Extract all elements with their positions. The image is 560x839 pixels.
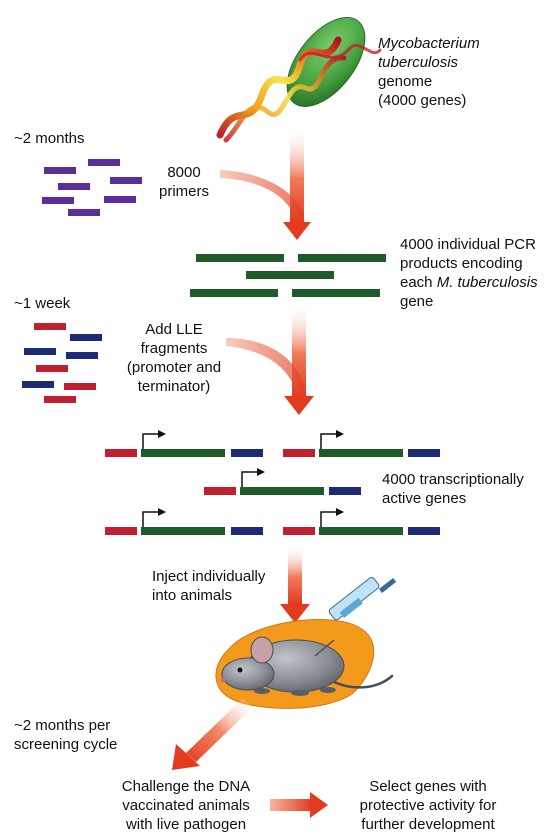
- arrow-mouse-to-challenge: [172, 698, 253, 770]
- active-genes-label: 4000 transcriptionally active genes: [382, 470, 524, 508]
- lle-line-4: terminator): [137, 378, 211, 395]
- pcr-line-1: 4000 individual PCR: [400, 236, 536, 253]
- pcr-line-4: gene: [400, 293, 434, 310]
- challenge-line-1: Challenge the DNA: [121, 778, 251, 795]
- lle-line-3: (promoter and: [126, 359, 222, 376]
- pcr-line-3-prefix: each: [400, 274, 437, 291]
- pcr-products-group: [190, 254, 386, 297]
- active-genes-line-1: 4000 transcriptionally: [382, 471, 524, 488]
- challenge-line-2: vaccinated animals: [122, 797, 250, 814]
- primers-line-2: primers: [158, 183, 209, 200]
- primers-label: 8000 primers: [146, 163, 222, 201]
- time-lle-label: ~1 week: [14, 295, 71, 312]
- arrow-pcr-to-active: [226, 302, 314, 415]
- challenge-line-3: with live pathogen: [125, 816, 247, 833]
- select-line-2: protective activity for: [359, 797, 497, 814]
- pcr-products-label: 4000 individual PCR products encoding ea…: [400, 235, 538, 311]
- inject-line-1: Inject individually: [152, 568, 266, 585]
- lle-fragments-label: Add LLE fragments (promoter and terminat…: [112, 320, 236, 396]
- active-genes-group: [105, 430, 440, 535]
- active-genes-line-2: active genes: [382, 490, 467, 507]
- time-primers-label: ~2 months: [14, 130, 85, 147]
- syringe-icon: [314, 576, 397, 657]
- lle-line-1: Add LLE: [145, 321, 203, 338]
- genome-line-4: (4000 genes): [378, 92, 467, 109]
- arrow-challenge-to-select: [270, 792, 328, 818]
- genome-line-2: tuberculosis: [378, 54, 459, 71]
- pcr-line-3-species: M. tuberculosis: [436, 274, 538, 291]
- screening-cycle-label: ~2 months per screening cycle: [14, 716, 117, 754]
- inject-label: Inject individually into animals: [152, 567, 265, 605]
- select-line-3: further development: [361, 816, 495, 833]
- primers-line-1: 8000: [167, 164, 201, 181]
- select-line-1: Select genes with: [369, 778, 487, 795]
- primers-group: [42, 159, 142, 216]
- inject-line-2: into animals: [152, 587, 233, 604]
- screening-line-1: ~2 months per: [14, 717, 111, 734]
- lle-line-2: fragments: [140, 340, 208, 357]
- lle-fragments-group: [22, 323, 102, 403]
- dna-helix-icon: [216, 36, 382, 143]
- screening-line-2: screening cycle: [14, 736, 118, 753]
- genome-label: Mycobacterium tuberculosis genome (4000 …: [378, 34, 480, 110]
- select-genes-label: Select genes with protective activity fo…: [330, 777, 526, 834]
- bacterium-icon: [286, 17, 366, 107]
- arrow-genome-to-pcr: [220, 126, 311, 240]
- genome-line-1: Mycobacterium: [378, 35, 480, 52]
- pcr-line-2: products encoding: [400, 255, 523, 272]
- pcr-line-3: each M. tuberculosis: [400, 273, 538, 292]
- mouse-illustration: [215, 576, 397, 709]
- arrow-genes-to-mouse: [280, 544, 310, 623]
- genome-line-3: genome: [378, 73, 433, 90]
- challenge-label: Challenge the DNA vaccinated animals wit…: [100, 777, 272, 834]
